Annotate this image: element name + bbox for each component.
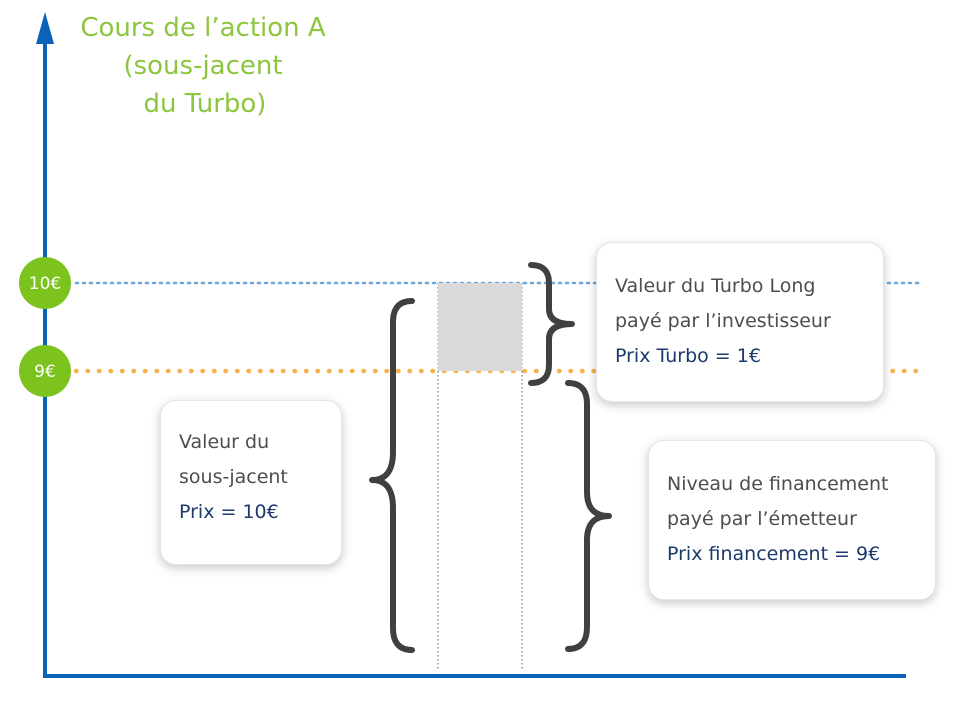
axis-title-line-3: du Turbo) (144, 89, 267, 119)
turbo-value-box: Valeur du Turbo Long payé par l’investis… (596, 242, 884, 402)
y-axis-arrow (36, 12, 54, 44)
underlying-value-box: Valeur du sous-jacent Prix = 10€ (160, 400, 342, 565)
turbo-price: Prix Turbo = 1€ (615, 345, 761, 367)
financing-price: Prix financement = 9€ (667, 543, 881, 565)
level-badge-9 (19, 345, 71, 397)
brace-turbo (528, 262, 575, 386)
turbo-box-line-2: payé par l’investisseur (615, 310, 831, 332)
underlying-box-line-1: Valeur du (179, 431, 270, 453)
level-badge-10 (19, 257, 71, 309)
financing-level-box: Niveau de financement payé par l’émetteu… (648, 440, 936, 600)
underlying-price: Prix = 10€ (179, 501, 279, 523)
financing-box-line-1: Niveau de financement (667, 473, 889, 495)
level-label-10: 10€ (29, 274, 61, 294)
underlying-box-line-2: sous-jacent (179, 466, 288, 488)
brace-underlying (369, 298, 415, 653)
brace-financing (565, 380, 612, 652)
level-label-9: 9€ (34, 362, 56, 382)
financing-box-line-2: payé par l’émetteur (667, 508, 857, 530)
axis-title-line-1: Cours de l’action A (80, 13, 326, 43)
turbo-value-block (438, 283, 522, 371)
turbo-box-line-1: Valeur du Turbo Long (615, 275, 816, 297)
axis-title-line-2: (sous-jacent (123, 51, 282, 81)
